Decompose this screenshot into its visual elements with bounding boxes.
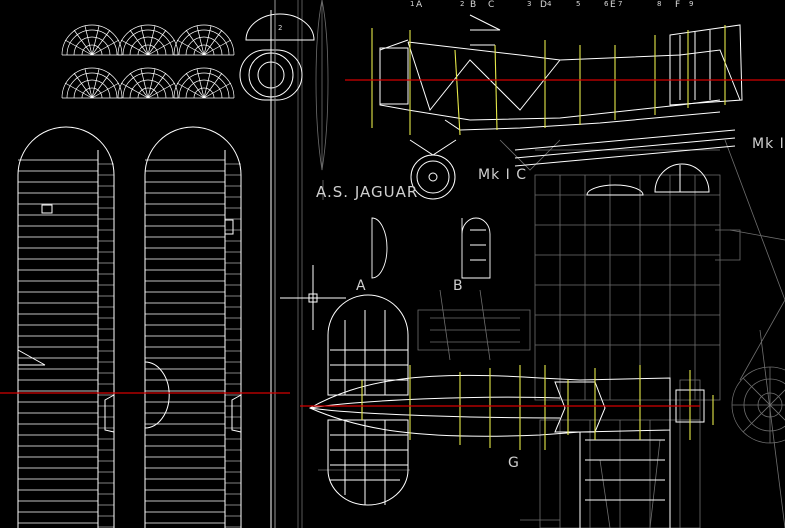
station-letter-d: D <box>540 0 547 10</box>
section-b-label: B <box>453 278 464 294</box>
station-letter-b: B <box>470 0 477 10</box>
small-sections <box>586 163 710 196</box>
landing-wheel <box>409 139 457 200</box>
cowl-number: 2 <box>278 24 283 32</box>
wing-ribs-right <box>145 159 241 528</box>
station-number-5: 5 <box>576 0 581 8</box>
scanned-underlay <box>297 0 785 528</box>
cad-cursor[interactable] <box>280 265 346 330</box>
section-a-label: A <box>356 278 367 294</box>
fuselage-plan-view <box>308 294 705 528</box>
variant-label: Mk I C <box>478 167 527 183</box>
station-number-6: 6 <box>604 0 609 8</box>
wing-ribs-left <box>18 159 114 528</box>
station-letter-e: E <box>610 0 616 10</box>
cowl-views <box>239 0 315 528</box>
station-number-8: 8 <box>657 0 662 8</box>
left-wing-panels <box>17 126 242 528</box>
station-number-1: 1 <box>410 0 415 8</box>
title-label: A.S. JAGUAR <box>316 183 419 201</box>
station-letter-a: A <box>416 0 423 10</box>
datum-lines <box>0 79 785 407</box>
section-views <box>371 217 491 279</box>
station-lines <box>361 25 726 450</box>
station-number-9: 9 <box>689 0 694 8</box>
station-letter-c: C <box>488 0 495 10</box>
station-number-4: 4 <box>547 0 552 8</box>
fuselage-side-view <box>379 14 743 167</box>
station-number-7: 7 <box>618 0 623 8</box>
station-number-3: 3 <box>527 0 532 8</box>
section-g-label: G <box>508 455 520 471</box>
station-number-2: 2 <box>460 0 465 8</box>
rib-fan-drawings <box>61 24 235 99</box>
variant-label-edge: Mk I <box>752 136 785 152</box>
station-letter-f: F <box>675 0 681 10</box>
